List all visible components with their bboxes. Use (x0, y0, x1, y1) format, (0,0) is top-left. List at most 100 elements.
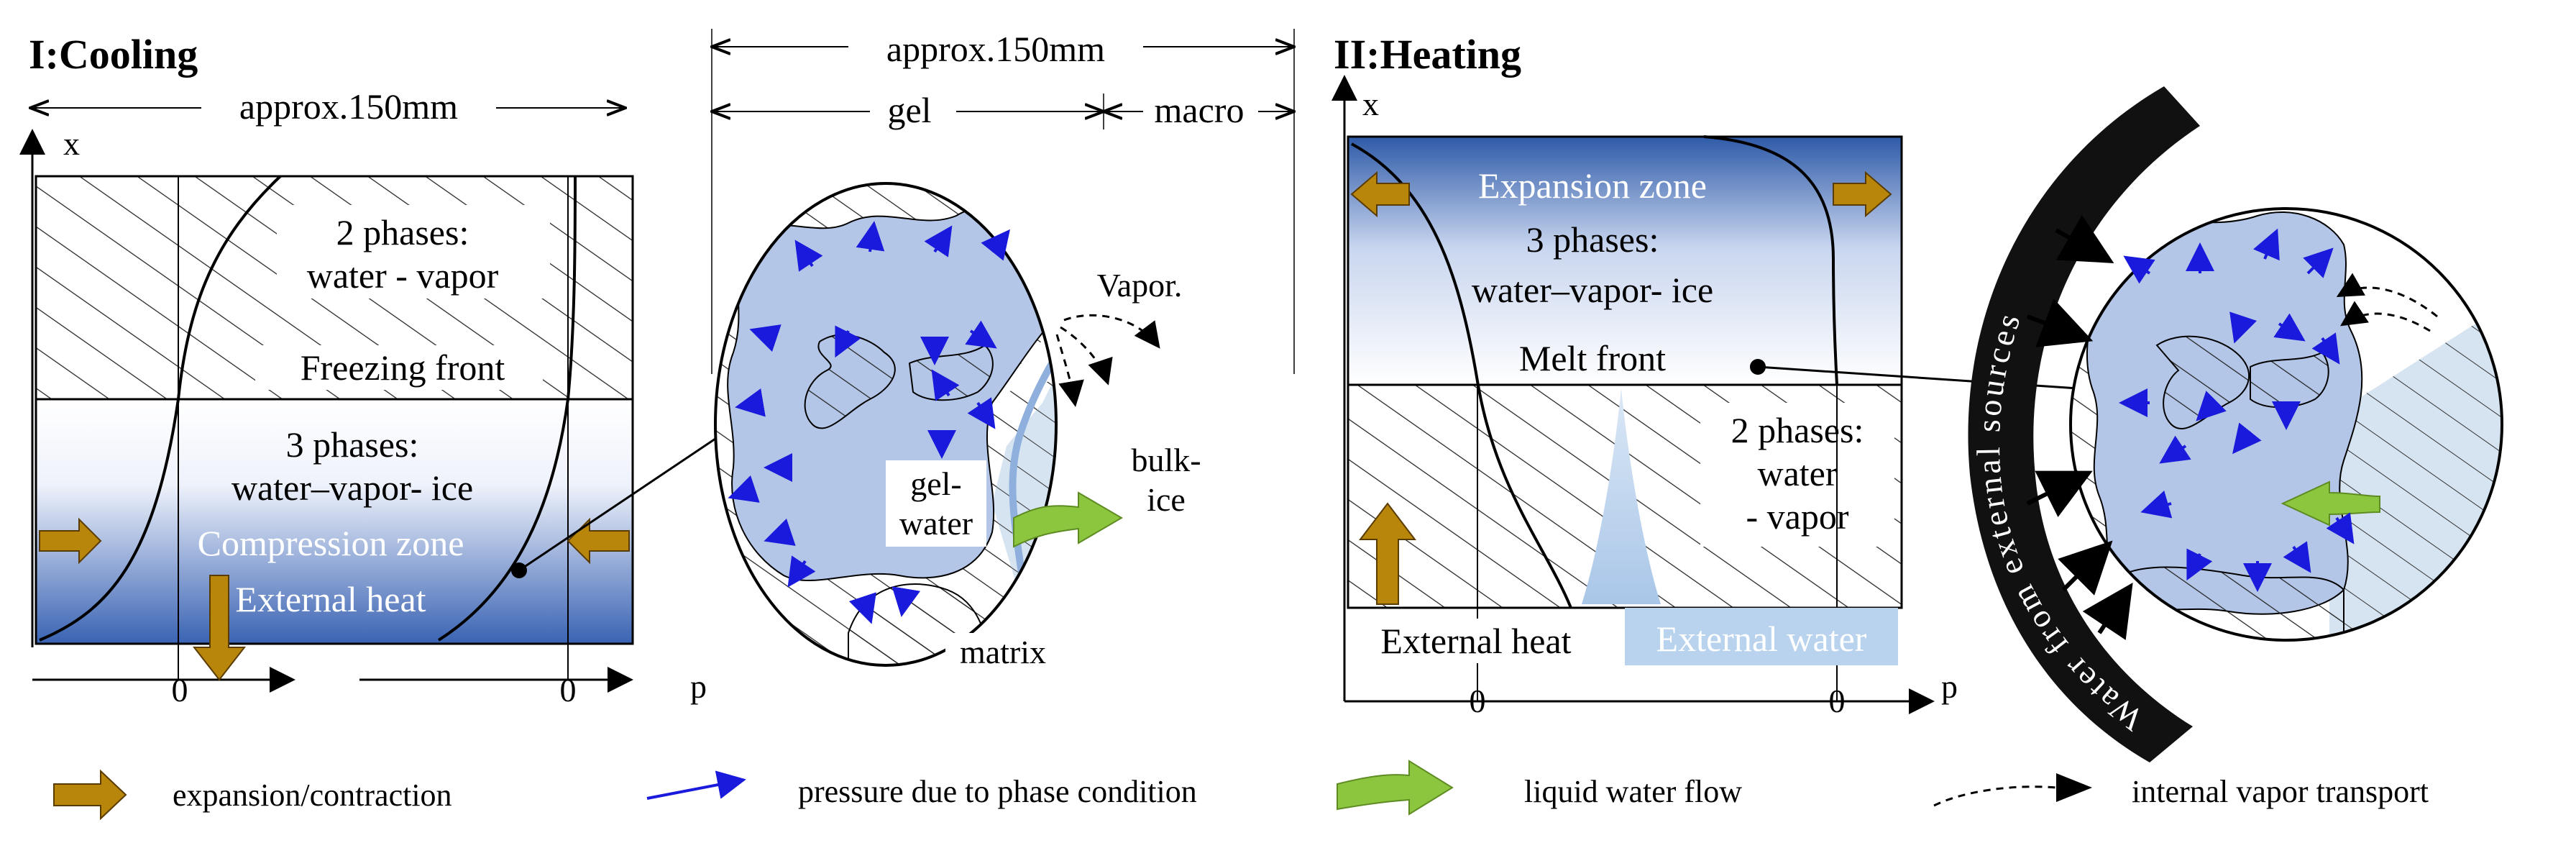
pressure-arrow (794, 240, 823, 272)
pressure-arrow (2196, 391, 2227, 422)
pressure-arrow (2140, 490, 2173, 519)
pressure-arrow (749, 324, 781, 352)
detail-pointer-line (518, 437, 716, 572)
heating-pore-water (2086, 211, 2363, 615)
pressure-arrow (2232, 422, 2262, 455)
cooling-pressure-curve-right (437, 176, 577, 642)
pressure-arrows-center (728, 221, 1010, 624)
pressure-arrow (2311, 332, 2340, 365)
gel-label-bg (870, 92, 956, 129)
legend-vapor-label: internal vapor transport (2132, 774, 2429, 809)
pressure-arrow (924, 225, 953, 258)
expansion-arrow-right (1833, 170, 1892, 218)
heating-pore-circle (2069, 207, 2503, 642)
inflow-arrow-4 (2058, 540, 2113, 596)
inflow-arrow-1 (2055, 214, 2114, 263)
expansion-zone-label: Expansion zone (1478, 165, 1707, 206)
cooling-lower-line2: water–vapor- ice (232, 468, 473, 508)
pressure-arrow (981, 229, 1010, 261)
cooling-upper-line1: 2 phases: (336, 212, 469, 252)
cooling-lower-region (35, 398, 634, 645)
legend-pressure-label: pressure due to phase condition (798, 774, 1197, 809)
cooling-external-heat-label: External heat (235, 579, 426, 619)
macro-label-bg (1143, 92, 1258, 129)
vapor-label: Vapor. (1097, 267, 1183, 304)
external-water-plume (1582, 388, 1661, 604)
legend-liquid-icon (1337, 760, 1454, 816)
expansion-arrow-left (1350, 170, 1410, 218)
cooling-lower-line1: 3 phases: (286, 424, 419, 465)
matrix-label: matrix (960, 634, 1046, 670)
heating-vapor-arrow-1 (2336, 273, 2438, 318)
heating-upper-line1: 3 phases: (1526, 219, 1659, 260)
bulk-ice-label-2: ice (1147, 481, 1186, 518)
vapor-zone (992, 309, 1056, 396)
pressure-arrow (965, 320, 997, 349)
pore-detail-circle (714, 182, 1058, 667)
heating-p-label: p (1941, 668, 1958, 705)
cooling-panel: I:Cooling approx.150mm x 0 0 2 phases: w… (19, 31, 716, 708)
cooling-upper-textbox (277, 205, 550, 299)
gel-water-label-2: water (899, 505, 973, 542)
heating-external-heat-bg (1354, 619, 1598, 663)
pressure-arrow (2123, 255, 2155, 284)
center-dimension-bg (848, 27, 1143, 67)
heating-lower-textbox (1700, 403, 1894, 547)
inflow-arrow-5 (2082, 583, 2133, 640)
dimension-label-bg (201, 86, 496, 126)
legend-expansion-label: expansion/contraction (173, 778, 452, 813)
macro-label: macro (1155, 90, 1245, 130)
legend-vapor-line (1933, 785, 2057, 807)
cooling-x-label: x (63, 125, 80, 162)
matrix-label-bg (945, 633, 1060, 673)
heating-pressure-curve-right (1703, 135, 1838, 386)
gel-water-label-bg (886, 460, 986, 547)
external-water-rim (1968, 86, 2200, 762)
vapor-arrow-3 (1055, 334, 1084, 407)
matrix-island-1 (804, 334, 896, 429)
compression-arrow-left (567, 517, 630, 565)
pressure-arrow (764, 518, 796, 546)
heating-island-bottom (2120, 566, 2344, 640)
liquid-flow-arrow-right (2281, 480, 2380, 527)
center-dimension-label: approx.150mm (886, 29, 1105, 69)
gel-water-label-1: gel- (910, 465, 962, 502)
heating-panel: II:Heating x p p 0 0 Expansion zone 3 ph… (690, 31, 2078, 719)
cooling-title: I:Cooling (29, 31, 198, 78)
cooling-upper-line2: water - vapor (307, 255, 499, 296)
compression-zone-label: Compression zone (198, 523, 464, 563)
heating-lower-line1: 2 phases: (1731, 410, 1864, 450)
heating-pore-detail: Water from external sources (1968, 86, 2503, 762)
legend-pressure-icon (646, 770, 746, 800)
inflow-arrow-3 (2026, 470, 2093, 518)
external-water-label: External water (1656, 619, 1867, 659)
bulk-ice-label-1: bulk- (1131, 442, 1201, 478)
pressure-arrows-heating (2119, 228, 2355, 592)
pressure-arrow (2229, 311, 2258, 344)
legend-vapor-head (2056, 773, 2092, 802)
vapor-arrow-2 (1060, 326, 1113, 386)
pressure-arrow (967, 397, 996, 429)
vapor-arrow-1 (1063, 314, 1160, 349)
heating-pressure-curve-left (1351, 142, 1572, 609)
pressure-arrow (2186, 548, 2213, 581)
freezing-front-bg (255, 345, 543, 390)
freezing-front-label: Freezing front (301, 347, 505, 388)
cooling-p-label: p (690, 668, 707, 705)
melt-front-label: Melt front (1519, 338, 1666, 378)
cooling-dimension-label: approx.150mm (239, 86, 458, 127)
pore-detail: approx.150mm gel macro Vapo (712, 27, 1294, 673)
pressure-arrow (848, 592, 876, 624)
inflow-arrow-2 (2026, 299, 2094, 347)
cooling-zero-right: 0 (560, 672, 577, 708)
heating-external-heat-label: External heat (1380, 621, 1571, 661)
pressure-arrow (2253, 228, 2280, 261)
heating-title: II:Heating (1334, 31, 1521, 78)
pressure-arrow (2159, 435, 2191, 464)
liquid-flow-arrow-center (1013, 491, 1123, 548)
heating-lower-line2: water (1757, 453, 1837, 493)
external-water-box (1625, 608, 1898, 665)
external-heat-arrow-down (192, 575, 247, 681)
pressure-arrow (2303, 247, 2334, 278)
